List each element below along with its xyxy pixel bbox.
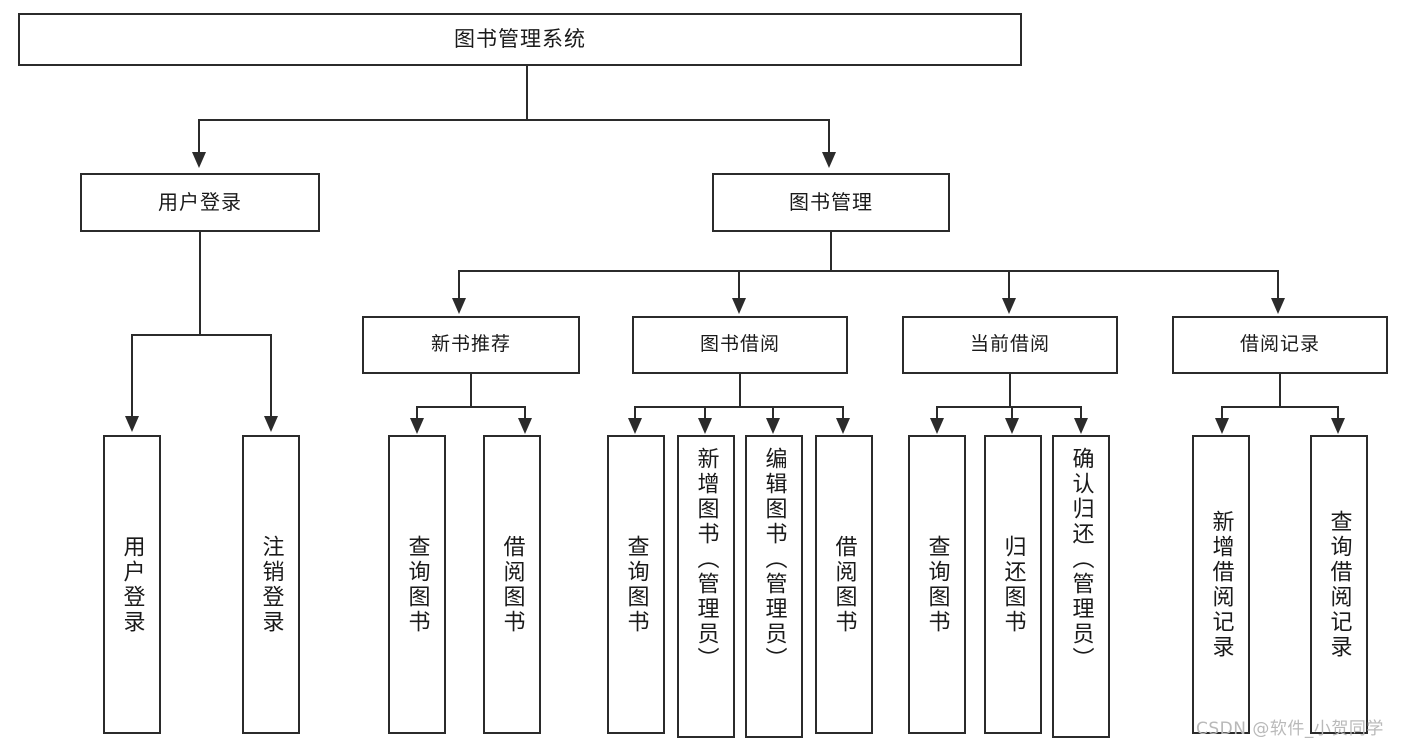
- node-label: 用户登录: [119, 534, 145, 635]
- connector-recommend-bar: [416, 406, 526, 408]
- connector-recommend-stem: [470, 374, 472, 408]
- connector-bookmgmt-to-l2a: [458, 270, 460, 300]
- node-label: 查询图书: [924, 534, 950, 635]
- connector-bookmgmt-to-l2c: [1008, 270, 1010, 300]
- node-borrow-record[interactable]: 借阅记录: [1172, 316, 1388, 374]
- connector-login-stem: [199, 232, 201, 336]
- node-label: 新增借阅记录: [1208, 509, 1234, 660]
- connector-bookmgmt-to-l2d: [1277, 270, 1279, 300]
- connector-root-to-bookmgmt: [828, 119, 830, 155]
- leaf-edit-book-admin[interactable]: 编辑图书（管理员）: [745, 435, 803, 738]
- node-label: 新书推荐: [430, 333, 511, 356]
- node-label: 借阅图书: [831, 534, 857, 635]
- arrowhead-current-to-leaf3: [1074, 418, 1088, 434]
- arrowhead-borrow-to-leaf2: [698, 418, 712, 434]
- connector-borrow-stem: [739, 374, 741, 408]
- connector-login-to-leaf1: [131, 334, 133, 418]
- connector-record-to-leaf2: [1337, 406, 1339, 420]
- node-label: 图书管理系统: [454, 27, 586, 52]
- connector-current-to-leaf1: [936, 406, 938, 420]
- arrowhead-bookmgmt-to-l2b: [732, 298, 746, 314]
- leaf-return-book[interactable]: 归还图书: [984, 435, 1042, 734]
- node-label: 图书管理: [789, 190, 873, 214]
- connector-current-to-leaf2: [1011, 406, 1013, 420]
- arrowhead-borrow-to-leaf3: [766, 418, 780, 434]
- connector-borrow-to-leaf3: [772, 406, 774, 420]
- arrowhead-login-to-leaf1: [125, 416, 139, 432]
- node-label: 当前借阅: [969, 333, 1050, 356]
- node-label: 查询借阅记录: [1326, 509, 1352, 660]
- leaf-add-book-admin[interactable]: 新增图书（管理员）: [677, 435, 735, 738]
- connector-login-to-leaf2: [270, 334, 272, 418]
- arrowhead-login-to-leaf2: [264, 416, 278, 432]
- node-label: 借阅记录: [1239, 333, 1320, 356]
- arrowhead-bookmgmt-to-l2a: [452, 298, 466, 314]
- node-label: 新增图书（管理员）: [693, 447, 719, 672]
- node-label: 确认归还（管理员）: [1068, 447, 1094, 672]
- connector-record-bar: [1221, 406, 1339, 408]
- arrowhead-current-to-leaf2: [1005, 418, 1019, 434]
- connector-borrow-to-leaf2: [704, 406, 706, 420]
- connector-borrow-bar: [634, 406, 844, 408]
- leaf-borrow-book[interactable]: 借阅图书: [815, 435, 873, 734]
- leaf-logout[interactable]: 注销登录: [242, 435, 300, 734]
- arrowhead-current-to-leaf1: [930, 418, 944, 434]
- leaf-confirm-return-admin[interactable]: 确认归还（管理员）: [1052, 435, 1110, 738]
- node-user-login[interactable]: 用户登录: [80, 173, 320, 232]
- connector-root-bar: [198, 119, 830, 121]
- connector-login-bar: [131, 334, 272, 336]
- connector-bookmgmt-to-l2b: [738, 270, 740, 300]
- connector-current-stem: [1009, 374, 1011, 408]
- connector-current-to-leaf3: [1080, 406, 1082, 420]
- csdn-watermark: CSDN @软件_小贺同学: [1196, 719, 1384, 739]
- node-label: 编辑图书（管理员）: [761, 447, 787, 672]
- node-label: 图书借阅: [699, 333, 780, 356]
- arrowhead-record-to-leaf2: [1331, 418, 1345, 434]
- connector-bookmgmt-stem: [830, 232, 832, 272]
- leaf-query-book-borrow[interactable]: 查询图书: [607, 435, 665, 734]
- connector-borrow-to-leaf1: [634, 406, 636, 420]
- arrowhead-recommend-to-leaf2: [518, 418, 532, 434]
- node-book-borrow[interactable]: 图书借阅: [632, 316, 848, 374]
- arrowhead-record-to-leaf1: [1215, 418, 1229, 434]
- node-label: 查询图书: [623, 534, 649, 635]
- arrowhead-borrow-to-leaf1: [628, 418, 642, 434]
- arrowhead-bookmgmt-to-l2c: [1002, 298, 1016, 314]
- arrowhead-bookmgmt-to-l2d: [1271, 298, 1285, 314]
- node-root-system[interactable]: 图书管理系统: [18, 13, 1022, 66]
- connector-root-to-login: [198, 119, 200, 155]
- node-label: 借阅图书: [499, 534, 525, 635]
- connector-root-stem: [526, 66, 528, 120]
- connector-recommend-to-leaf2: [524, 406, 526, 420]
- arrowhead-borrow-to-leaf4: [836, 418, 850, 434]
- node-label: 注销登录: [258, 534, 284, 635]
- node-new-book-recommend[interactable]: 新书推荐: [362, 316, 580, 374]
- node-label: 用户登录: [158, 190, 242, 214]
- node-label: 查询图书: [404, 534, 430, 635]
- connector-record-stem: [1279, 374, 1281, 408]
- leaf-borrow-book-recommend[interactable]: 借阅图书: [483, 435, 541, 734]
- arrowhead-root-to-bookmgmt: [822, 152, 836, 168]
- arrowhead-root-to-login: [192, 152, 206, 168]
- arrowhead-recommend-to-leaf1: [410, 418, 424, 434]
- leaf-query-book-recommend[interactable]: 查询图书: [388, 435, 446, 734]
- leaf-user-login[interactable]: 用户登录: [103, 435, 161, 734]
- connector-record-to-leaf1: [1221, 406, 1223, 420]
- leaf-query-borrow-record[interactable]: 查询借阅记录: [1310, 435, 1368, 734]
- node-book-management[interactable]: 图书管理: [712, 173, 950, 232]
- connector-borrow-to-leaf4: [842, 406, 844, 420]
- connector-current-bar: [936, 406, 1082, 408]
- node-label: 归还图书: [1000, 534, 1026, 635]
- node-current-borrow[interactable]: 当前借阅: [902, 316, 1118, 374]
- leaf-add-borrow-record[interactable]: 新增借阅记录: [1192, 435, 1250, 734]
- connector-recommend-to-leaf1: [416, 406, 418, 420]
- leaf-query-book-current[interactable]: 查询图书: [908, 435, 966, 734]
- connector-bookmgmt-bar: [458, 270, 1278, 272]
